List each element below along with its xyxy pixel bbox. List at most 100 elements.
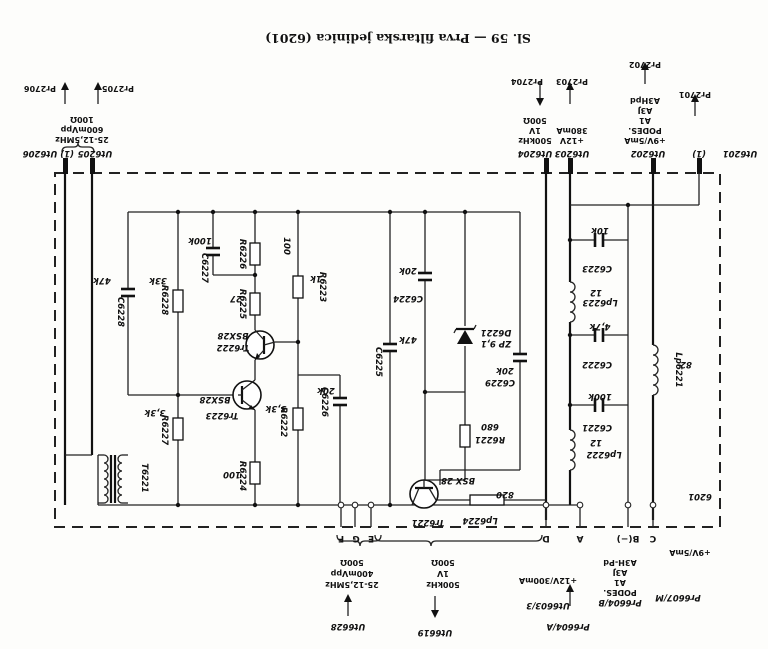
pin-b: B(−) — [617, 533, 640, 543]
label-pr2701: Pr2701 — [679, 90, 712, 99]
inductor-lp6221 — [649, 344, 659, 396]
label-c6223-value: 10k — [590, 225, 609, 235]
label-d6221-type: ZP 9,1 — [481, 338, 512, 348]
top-connector-labels: Ut6206 (1) Ut6205 25-12,5MHz 600mVpp 100… — [23, 60, 758, 158]
capacitor-c6226 — [332, 396, 348, 407]
label-r6224-value: 100 — [223, 469, 241, 479]
label-spec-6604b-b: A1 — [614, 578, 626, 587]
label-c6222-value: 4,7k — [588, 321, 611, 331]
label-spec-6604b-d: A3H-Pd — [603, 558, 637, 567]
label-lp6221: Lp6221 — [673, 352, 683, 387]
label-spec-202-b: PODES. — [628, 126, 662, 135]
resistor-r6225 — [249, 292, 261, 316]
capacitor-c6228 — [120, 287, 136, 298]
bottom-braces — [336, 534, 543, 547]
label-spec-202-a: +9V/5mA — [623, 136, 665, 145]
label-spec-204-a: 500kHz — [518, 136, 552, 145]
label-tr6223: Tr6223 — [206, 410, 239, 420]
capacitor-c6221 — [593, 397, 605, 413]
label-spec-204-b: 1V — [528, 126, 541, 135]
label-tr6221: Tr6221 — [412, 517, 445, 527]
capacitor-c6223 — [593, 232, 605, 248]
label-c6221-value: 100k — [587, 391, 612, 401]
label-ut6628: Ut6628 — [331, 621, 366, 631]
label-spec-203-a: +12V — [559, 136, 584, 145]
resistor-r6223 — [292, 275, 304, 299]
label-r6222-value: 3,3k — [264, 403, 286, 413]
label-r6228-value: 33k — [148, 275, 167, 285]
capacitor-c6229 — [512, 352, 528, 363]
label-ut6201: Ut6201 — [723, 148, 758, 158]
label-c6228: C6228 — [115, 297, 125, 327]
label-c6228-value: 47k — [92, 275, 112, 285]
label-spec-628-b: 400mVpp — [330, 569, 373, 578]
label-lp6222-value: 12 — [590, 437, 602, 447]
label-r6221: R6221 — [475, 434, 505, 444]
label-spec-6604b-c: A3J — [613, 568, 628, 577]
label-c6221: C6221 — [582, 422, 612, 432]
label-pr6607m: Pr6607/M — [655, 592, 701, 602]
pin-d: D — [542, 533, 549, 543]
label-lp6222: Lp6222 — [586, 449, 621, 459]
label-spec-202-c: A1 — [639, 116, 651, 125]
transformer-t6221 — [98, 454, 128, 504]
label-d6221: D6221 — [481, 327, 512, 337]
label-ut6204: Ut6204 — [518, 148, 553, 158]
label-r6227-value: 3,3k — [143, 407, 165, 417]
label-spec-205-b: 600mVpp — [60, 125, 103, 134]
label-pr2706: Pr2706 — [24, 84, 57, 93]
resistor-r6224 — [249, 461, 261, 485]
label-ut6206: Ut6206 — [23, 148, 58, 158]
label-c6223: C6223 — [582, 263, 612, 273]
label-c6227-value: 100k — [187, 235, 212, 245]
capacitor-c6225 — [382, 342, 398, 353]
label-r6225: R6225 — [237, 289, 247, 319]
component-labels: C6228 47k R6228 33k R6227 3,3k C6227 100… — [92, 225, 692, 527]
label-tr6222-type: BSX28 — [217, 330, 248, 340]
bottom-connector-labels: 500Ω 400mVpp 25-12,5MHz Ut6628 500Ω 1V 5… — [325, 548, 711, 637]
top-brace — [61, 142, 95, 153]
label-pr2704: Pr2704 — [511, 77, 544, 86]
label-pr6604b: Pr6604/B — [598, 597, 641, 607]
label-pr2703: Pr2703 — [556, 77, 588, 86]
label-spec-6607m: +9V/5mA — [668, 548, 710, 557]
label-r6221-value: 680 — [481, 421, 499, 431]
label-lp6221-value: 82 — [680, 359, 692, 369]
label-c6227: C6227 — [199, 253, 209, 283]
label-pr2702: Pr2702 — [629, 60, 661, 69]
resistor-r6222 — [292, 407, 304, 431]
label-r6226-value: 100 — [281, 237, 291, 255]
label-spec-619-c: 500Ω — [431, 558, 455, 567]
resistor-r6228 — [172, 289, 184, 313]
transistor-tr6221 — [409, 479, 465, 509]
label-r6224: R6224 — [237, 461, 247, 491]
label-c6229-value: 20k — [495, 365, 514, 375]
label-spec-6604b-a: PODES. — [603, 588, 637, 597]
arrows — [61, 62, 699, 618]
label-c6224: C6224 — [393, 293, 423, 303]
label-c6226: C6226 — [319, 387, 329, 417]
resistor-r6221 — [459, 424, 471, 448]
zener-d6221 — [453, 324, 477, 346]
label-ut6203: Ut6203 — [555, 148, 590, 158]
label-c6229: C6229 — [485, 377, 515, 387]
label-spec-628-a: 25-12,5MHz — [325, 580, 379, 589]
bottom-pin-leads — [340, 505, 654, 527]
label-lp6224-value: 820 — [496, 489, 514, 499]
label-ut6206-bracket: (1) — [60, 148, 74, 158]
label-ut6603: Ut6603/3 — [526, 600, 570, 610]
label-spec-603: +12V/300mA — [518, 576, 577, 585]
pin-g: G — [352, 533, 359, 543]
label-ut6201-bracket: (1) — [692, 148, 706, 158]
board-outline — [54, 172, 721, 528]
label-r6227: R6227 — [159, 415, 169, 445]
label-r6228: R6228 — [159, 285, 169, 315]
label-ut6205: Ut6205 — [78, 148, 113, 158]
capacitor-c6224 — [417, 271, 433, 282]
board-label: 6201 — [688, 491, 712, 501]
inductor-lp6223 — [566, 281, 576, 323]
terminals — [337, 501, 657, 509]
capacitor-c6222 — [593, 327, 605, 343]
figure-title: Sl. 59 — Prva filtarska jedinica (6201) — [265, 31, 531, 46]
